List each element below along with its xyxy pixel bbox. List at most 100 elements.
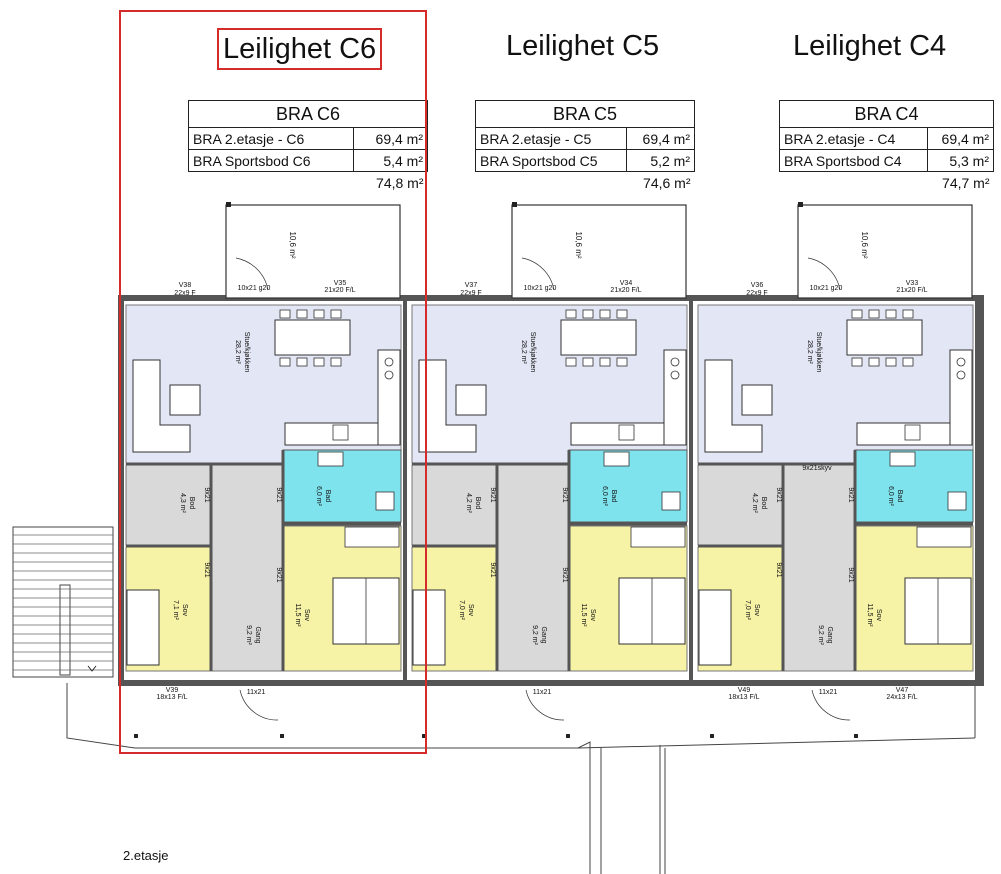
- room-area-living-kitchen: 28,2 m²: [806, 340, 813, 364]
- bra-row-value: 5,2 m²: [626, 149, 695, 172]
- sink: [332, 424, 349, 441]
- kitchen-counter: [856, 422, 953, 446]
- door-size-label: 9x21: [275, 567, 282, 582]
- balcony: [797, 204, 973, 299]
- door-size-label: 9x21: [561, 487, 568, 502]
- balcony-post: [512, 202, 517, 207]
- washbasin: [889, 451, 916, 467]
- toilet: [947, 491, 967, 511]
- room-area-bedroom-large: 11,5 m²: [580, 603, 587, 627]
- room-label-bedroom-small: Sov: [181, 604, 188, 617]
- window-size: 22x9 F: [174, 290, 195, 297]
- stair-block: [12, 526, 114, 678]
- room-hallway: [496, 464, 570, 672]
- balcony-area: 10,6 m²: [860, 231, 869, 258]
- room-label-living-kitchen: Stue/kjøkken: [815, 332, 822, 373]
- window-size: 21x20 F/L: [896, 287, 927, 294]
- room-area-hallway: 9,2 m²: [531, 625, 538, 646]
- bra-row-value: 69,4 m²: [626, 127, 695, 150]
- bra-row-label: BRA Sportsbod C4: [779, 149, 928, 172]
- door-swing: [521, 257, 555, 291]
- room-area-living-kitchen: 28,2 m²: [234, 340, 241, 364]
- chair: [330, 357, 342, 367]
- chair: [868, 357, 880, 367]
- door-size-label: 9x21: [203, 487, 210, 502]
- window-size: 22x9 F: [746, 290, 767, 297]
- dining-table: [560, 319, 637, 356]
- sliding-door-label: 9x21skyv: [802, 465, 832, 472]
- unit-title-c5[interactable]: Leilighet C5: [506, 30, 660, 62]
- window-label: V34: [620, 280, 633, 287]
- bra-row-label: BRA 2.etasje - C4: [779, 127, 928, 150]
- unit-title-c6[interactable]: Leilighet C6: [217, 28, 383, 70]
- window-label: V35: [334, 280, 347, 287]
- wardrobe: [916, 526, 972, 548]
- room-hallway: [210, 464, 284, 672]
- door-size-label: 9x21: [847, 567, 854, 582]
- chair: [616, 309, 628, 319]
- dining-table: [274, 319, 351, 356]
- single-bed: [126, 589, 160, 666]
- room-area-bath: 6,0 m²: [887, 486, 894, 507]
- bra-row-label: BRA Sportsbod C5: [474, 149, 628, 172]
- window-label: V33: [906, 280, 919, 287]
- door-size-label: 9x21: [847, 487, 854, 502]
- unit-title-c4[interactable]: Leilighet C4: [793, 30, 947, 62]
- coffee-table: [169, 384, 201, 416]
- chair: [851, 309, 863, 319]
- room-storage: [125, 464, 212, 546]
- stove-burner: [956, 370, 966, 380]
- bra-title: BRA C6: [188, 100, 428, 128]
- door-size: 10x21 g20: [238, 285, 271, 292]
- bra-title: BRA C5: [475, 100, 695, 128]
- window-size: 22x9 F: [460, 290, 481, 297]
- balcony-area: 10,6 m²: [288, 231, 297, 258]
- room-label-bath: Bad: [324, 490, 331, 503]
- bra-total: 74,6 m²: [643, 174, 691, 191]
- room-area-bedroom-small: 7,0 m²: [744, 600, 751, 621]
- room-area-hallway: 9,2 m²: [817, 625, 824, 646]
- balcony: [225, 204, 401, 299]
- window-label: V36: [751, 282, 764, 289]
- chair: [616, 357, 628, 367]
- chair: [296, 357, 308, 367]
- room-area-storage: 4,3 m²: [179, 493, 186, 514]
- washbasin: [317, 451, 344, 467]
- entrance-door-size: 11x21: [533, 689, 552, 696]
- door-swing: [525, 689, 565, 721]
- door-swing: [811, 689, 851, 721]
- dining-table: [846, 319, 923, 356]
- room-area-bedroom-small: 7,0 m²: [458, 600, 465, 621]
- chair: [851, 357, 863, 367]
- window-size: 24x13 F/L: [886, 694, 917, 701]
- room-area-living-kitchen: 28,2 m²: [520, 340, 527, 364]
- deck-post: [280, 734, 284, 738]
- room-area-storage: 4,2 m²: [751, 493, 758, 514]
- sofa: [704, 359, 763, 453]
- balcony-post: [226, 202, 231, 207]
- sink: [618, 424, 635, 441]
- walkway-edge: [577, 737, 976, 749]
- room-label-storage: Bod: [760, 497, 767, 510]
- chair: [599, 357, 611, 367]
- room-area-bedroom-large: 11,5 m²: [294, 603, 301, 627]
- sofa: [418, 359, 477, 453]
- room-area-storage: 4,2 m²: [465, 493, 472, 514]
- stair-rail: [59, 584, 71, 676]
- wardrobe: [630, 526, 686, 548]
- room-label-bedroom-small: Sov: [753, 604, 760, 617]
- chair: [902, 309, 914, 319]
- window-label: V37: [465, 282, 478, 289]
- kitchen-counter: [570, 422, 667, 446]
- window-label: V39: [166, 687, 179, 694]
- stove-burner: [670, 370, 680, 380]
- stair-arrow: [87, 665, 97, 672]
- bra-total: 74,8 m²: [376, 174, 424, 191]
- toilet: [375, 491, 395, 511]
- chair: [296, 309, 308, 319]
